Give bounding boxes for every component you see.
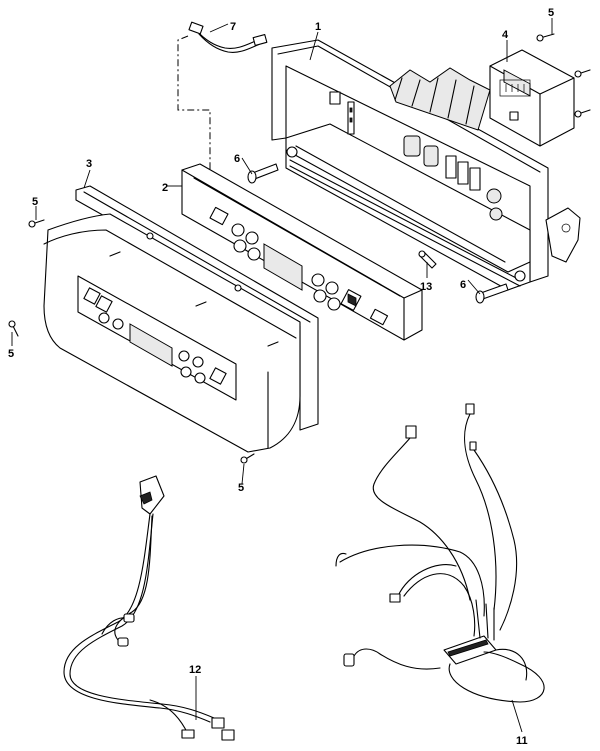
part-12-power-cable (63, 475, 235, 741)
part-6-screw-left (247, 163, 279, 184)
part-2-display-board (181, 163, 423, 341)
callout-5-label-left-bottom: 5 (8, 348, 14, 360)
callout-11-label: 11 (516, 735, 528, 747)
callout-6-label-right: 6 (460, 279, 466, 291)
part-11-wiring-harness (335, 403, 545, 703)
callout-12-label: 12 (189, 664, 201, 676)
screw-part-4-low (574, 109, 591, 118)
callout-1-label: 1 (315, 21, 321, 33)
part-13-pin (418, 250, 437, 269)
callout-5-label-top-right: 5 (548, 7, 554, 19)
callout-5-label-bottom: 5 (238, 482, 244, 494)
callout-leaders (11, 18, 553, 733)
callout-6-label-left: 6 (234, 153, 240, 165)
part-3-front-cover (43, 185, 319, 453)
callout-2-label: 2 (162, 182, 168, 194)
callout-3-label: 3 (86, 158, 92, 170)
callout-13-label: 13 (420, 281, 432, 293)
part-6-screw-right (475, 283, 509, 304)
part-7-connector-cable (177, 21, 268, 170)
part-4-transformer-module (489, 49, 575, 147)
part-5-screw-left-top (28, 219, 45, 228)
part-5-screw-left-bottom (8, 320, 19, 337)
callout-7-label: 7 (230, 21, 236, 33)
screw-part-4-mid (574, 69, 591, 78)
callout-5-label-left-top: 5 (32, 196, 38, 208)
screw-part-4-top (536, 33, 555, 42)
part-5-screw-bottom (240, 453, 255, 464)
callout-4-label: 4 (502, 29, 509, 41)
part-1-main-frame (271, 39, 581, 291)
